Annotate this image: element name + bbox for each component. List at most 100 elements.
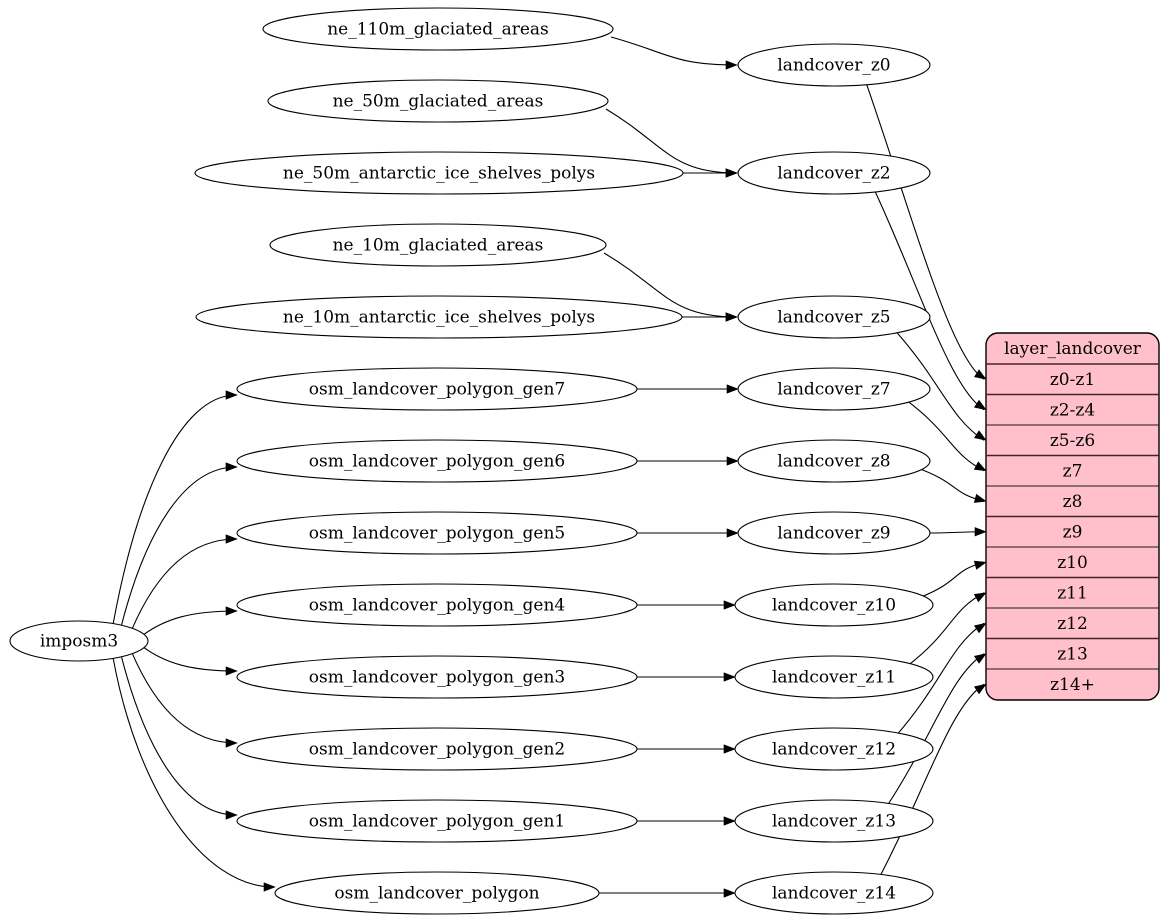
node-label-ne_50m_antarctic_ice_shelves_polys: ne_50m_antarctic_ice_shelves_polys [283, 164, 595, 184]
edge-osm_landcover_polygon_gen3-to-landcover_z11 [637, 672, 736, 682]
edge-arrowhead [974, 527, 987, 537]
node-shape-landcover_z7 [737, 367, 931, 411]
edge-line [887, 653, 985, 806]
edge-ne_110m_glaciated_areas-to-landcover_z0 [610, 36, 738, 70]
edge-landcover_z14-to-table-z14 [879, 683, 987, 877]
edge-arrowhead [225, 534, 238, 544]
table-row[interactable]: z5-z6 [986, 424, 1159, 451]
node-osm_landcover_polygon_gen2[interactable]: osm_landcover_polygon_gen2 [236, 727, 638, 771]
node-imposm3[interactable]: imposm3 [9, 620, 149, 662]
node-label-osm_landcover_polygon_gen1: osm_landcover_polygon_gen1 [309, 812, 565, 832]
edge-landcover_z10-to-table-z10 [916, 560, 987, 600]
edge-arrowhead [723, 888, 736, 898]
table-row-label-z0z1: z0-z1 [1050, 370, 1095, 390]
node-osm_landcover_polygon_gen7[interactable]: osm_landcover_polygon_gen7 [236, 367, 638, 411]
edge-arrowhead [726, 456, 739, 466]
node-landcover_z0[interactable]: landcover_z0 [737, 43, 931, 87]
node-landcover_z2[interactable]: landcover_z2 [737, 151, 931, 195]
node-ne_50m_glaciated_areas[interactable]: ne_50m_glaciated_areas [267, 79, 609, 123]
nodes-layer: imposm3 ne_110m_glaciated_areas ne_50m_gla… [9, 7, 934, 915]
table-row[interactable]: z9 [986, 515, 1159, 543]
node-landcover_z5[interactable]: landcover_z5 [737, 295, 931, 339]
edge-arrowhead [973, 622, 987, 634]
edge-imposm3-to-osm_landcover_polygon_gen2 [131, 651, 238, 748]
node-label-ne_50m_glaciated_areas: ne_50m_glaciated_areas [333, 92, 544, 112]
node-landcover_z13[interactable]: landcover_z13 [734, 799, 934, 843]
node-osm_landcover_polygon[interactable]: osm_landcover_polygon [274, 871, 600, 915]
node-landcover_z14[interactable]: landcover_z14 [734, 871, 934, 915]
node-osm_landcover_polygon_gen4[interactable]: osm_landcover_polygon_gen4 [236, 583, 638, 627]
node-label-osm_landcover_polygon_gen6: osm_landcover_polygon_gen6 [309, 452, 565, 472]
edge-line [865, 83, 985, 380]
node-osm_landcover_polygon_gen1[interactable]: osm_landcover_polygon_gen1 [236, 799, 638, 843]
node-shape-landcover_z14 [734, 871, 934, 915]
node-shape-osm_landcover_polygon_gen6 [236, 439, 638, 483]
node-landcover_z11[interactable]: landcover_z11 [734, 655, 934, 699]
table-row[interactable]: z11 [986, 576, 1159, 604]
edge-line [112, 657, 275, 888]
edge-osm_landcover_polygon_gen4-to-landcover_z10 [637, 600, 736, 610]
node-landcover_z9[interactable]: landcover_z9 [737, 511, 931, 555]
table-row[interactable]: z0-z1 [1050, 370, 1095, 390]
node-label-osm_landcover_polygon_gen2: osm_landcover_polygon_gen2 [309, 740, 565, 760]
node-label-ne_110m_glaciated_areas: ne_110m_glaciated_areas [327, 20, 549, 40]
node-landcover_z10[interactable]: landcover_z10 [734, 583, 934, 627]
edge-line [140, 610, 237, 638]
node-label-landcover_z9: landcover_z9 [777, 524, 890, 544]
table-row-label-z7: z7 [1063, 461, 1083, 481]
table-row-label-z5z6: z5-z6 [1050, 431, 1095, 451]
table-row[interactable]: z10 [986, 546, 1159, 573]
edge-arrowhead [723, 744, 736, 754]
table-row[interactable]: z7 [986, 454, 1159, 482]
node-ne_10m_antarctic_ice_shelves_polys[interactable]: ne_10m_antarctic_ice_shelves_polys [195, 295, 683, 339]
table-row[interactable]: z8 [986, 485, 1159, 512]
edge-arrowhead [225, 606, 238, 616]
edge-osm_landcover_polygon_gen7-to-landcover_z7 [637, 384, 739, 394]
edge-landcover_z0-to-table-z0z1 [865, 83, 987, 380]
node-label-osm_landcover_polygon_gen7: osm_landcover_polygon_gen7 [309, 380, 565, 400]
layer-landcover-table[interactable]: layer_landcoverz0-z1z2-z4z5-z6z7z8z9z10z… [985, 332, 1160, 701]
node-shape-osm_landcover_polygon_gen4 [236, 583, 638, 627]
table-row[interactable]: z14+ [986, 668, 1159, 695]
edge-line [120, 466, 237, 627]
node-ne_10m_glaciated_areas[interactable]: ne_10m_glaciated_areas [269, 223, 607, 267]
edge-line [131, 651, 237, 744]
node-label-imposm3: imposm3 [40, 632, 118, 652]
edge-arrowhead [973, 653, 987, 664]
node-label-landcover_z5: landcover_z5 [777, 308, 890, 328]
edge-arrowhead [973, 430, 987, 441]
edge-line [140, 644, 237, 672]
node-osm_landcover_polygon_gen5[interactable]: osm_landcover_polygon_gen5 [236, 511, 638, 555]
node-shape-imposm3 [9, 620, 149, 662]
table-row[interactable]: z2-z4 [986, 393, 1159, 421]
node-shape-osm_landcover_polygon [274, 871, 600, 915]
node-shape-landcover_z8 [737, 439, 931, 483]
node-shape-landcover_z0 [737, 43, 931, 87]
table-row-label-z8: z8 [1063, 492, 1083, 512]
node-label-osm_landcover_polygon_gen5: osm_landcover_polygon_gen5 [309, 524, 565, 544]
node-shape-ne_110m_glaciated_areas [262, 7, 614, 51]
edge-line [603, 252, 737, 318]
edge-landcover_z8-to-table-z8 [914, 466, 987, 503]
node-shape-landcover_z9 [737, 511, 931, 555]
table-row[interactable]: z13 [986, 637, 1159, 665]
node-osm_landcover_polygon_gen6[interactable]: osm_landcover_polygon_gen6 [236, 439, 638, 483]
edge-line [916, 561, 985, 600]
edge-osm_landcover_polygon_gen6-to-landcover_z8 [637, 456, 739, 466]
node-ne_50m_antarctic_ice_shelves_polys[interactable]: ne_50m_antarctic_ice_shelves_polys [194, 151, 684, 195]
edge-arrowhead [725, 168, 738, 178]
node-osm_landcover_polygon_gen3[interactable]: osm_landcover_polygon_gen3 [236, 655, 638, 699]
node-landcover_z12[interactable]: landcover_z12 [734, 727, 934, 771]
node-landcover_z7[interactable]: landcover_z7 [737, 367, 931, 411]
node-shape-landcover_z5 [737, 295, 931, 339]
table-row-label-z12: z12 [1057, 614, 1088, 634]
node-ne_110m_glaciated_areas[interactable]: ne_110m_glaciated_areas [262, 7, 614, 51]
edge-arrowhead [225, 390, 238, 400]
table-row[interactable]: z12 [986, 607, 1159, 634]
edge-arrowhead [973, 399, 987, 411]
edge-arrowhead [725, 60, 738, 70]
edges-layer [112, 36, 987, 898]
node-landcover_z8[interactable]: landcover_z8 [737, 439, 931, 483]
